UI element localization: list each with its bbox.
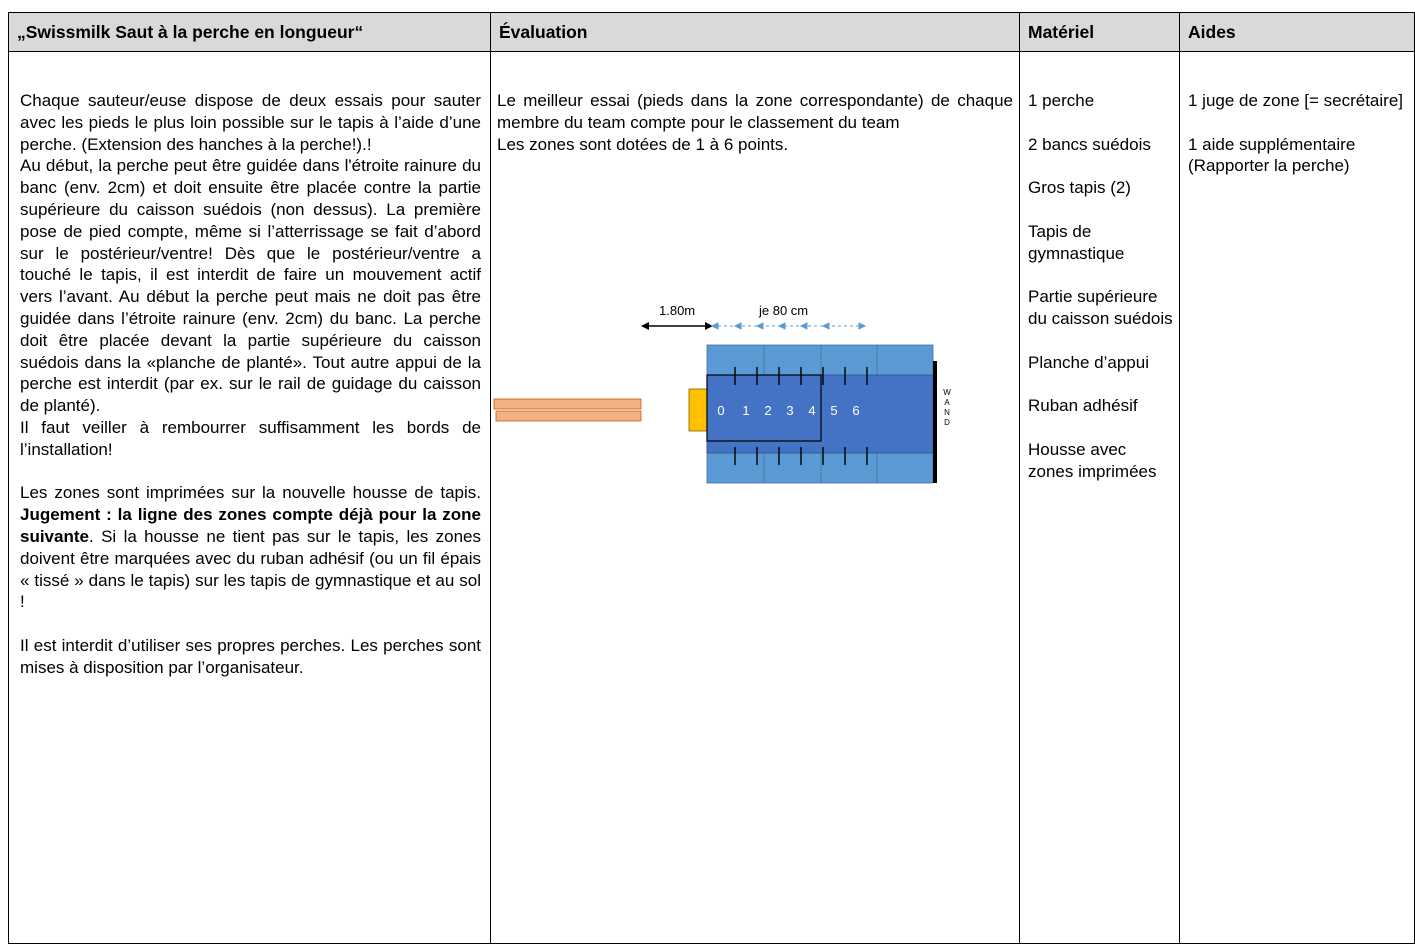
installation-diagram: 1.80m je 80 cm — [493, 303, 951, 484]
paragraph-4-end: . Si la housse ne tient pas sur le tapis… — [20, 526, 481, 612]
wall-bar — [933, 361, 937, 483]
wall-letter-a: A — [944, 398, 950, 407]
paragraph-4-start: Les zones sont imprimées sur la nouvelle… — [20, 483, 481, 503]
rules-table: „Swissmilk Saut à la perche en longueur“… — [8, 12, 1415, 944]
zone-1: 1 — [742, 403, 749, 418]
judgement-rule: Jugement : la ligne des zones compte déj… — [20, 505, 481, 546]
header-evaluation: Évaluation — [490, 12, 1020, 52]
description-paragraph-5: Il est interdit d’utiliser ses propres p… — [20, 635, 481, 677]
bench-1 — [493, 398, 642, 410]
distance-label: 1.80m — [659, 303, 695, 318]
wall-letter-w: W — [943, 388, 951, 397]
material-item: 2 bancs suédois — [1028, 134, 1151, 154]
zone-6: 6 — [852, 403, 859, 418]
description-paragraph-2: Au début, la perche peut être guidée dan… — [20, 156, 481, 416]
header-row: „Swissmilk Saut à la perche en longueur“… — [8, 12, 1415, 52]
description-paragraph-3: Il faut veiller à rembourrer suffisammen… — [20, 417, 481, 459]
aides-item: 1 aide supplémentaire (Rapporter la perc… — [1188, 134, 1356, 176]
zone-2: 2 — [764, 403, 771, 418]
spacer — [20, 613, 481, 635]
material-item: Gros tapis (2) — [1028, 178, 1131, 198]
spacer — [20, 461, 481, 483]
aides-cell: 1 juge de zone [= secrétaire] 1 aide sup… — [1179, 51, 1415, 944]
zone-lines — [734, 367, 868, 465]
header-material: Matériel — [1019, 12, 1180, 52]
evaluation-cell: Le meilleur essai (pieds dans la zone co… — [490, 51, 1020, 944]
material-item: Ruban adhésif — [1028, 396, 1138, 416]
material-item: Planche d’appui — [1028, 352, 1149, 372]
description-paragraph-4: Les zones sont imprimées sur la nouvelle… — [20, 482, 481, 613]
description-cell: Chaque sauteur/euse dispose de deux essa… — [8, 51, 491, 944]
wall-letter-d: D — [944, 418, 950, 427]
material-item: 1 perche — [1028, 91, 1095, 110]
distance-arrow-icon — [641, 322, 713, 330]
bench-2 — [495, 410, 642, 422]
header-title: „Swissmilk Saut à la perche en longueur“ — [8, 12, 491, 52]
zone-width-label: je 80 cm — [758, 303, 808, 318]
content-row: Chaque sauteur/euse dispose de deux essa… — [8, 51, 1415, 944]
aides-item: 1 juge de zone [= secrétaire] — [1188, 91, 1403, 110]
zone-4: 4 — [808, 403, 815, 418]
zone-3: 3 — [786, 403, 793, 418]
description-paragraph-1: Chaque sauteur/euse dispose de deux essa… — [20, 91, 481, 154]
zone-5: 5 — [830, 403, 837, 418]
header-aides: Aides — [1179, 12, 1415, 52]
material-item: Partie supérieure du caisson suédois — [1028, 287, 1173, 328]
material-item: Tapis de gymnastique — [1028, 221, 1125, 263]
zone-0: 0 — [717, 403, 724, 418]
wall-letter-n: N — [944, 408, 950, 417]
material-cell: 1 perche 2 bancs suédois Gros tapis (2) … — [1019, 51, 1180, 944]
evaluation-paragraph-1: Le meilleur essai (pieds dans la zone co… — [497, 91, 1013, 132]
material-item: Housse avec zones imprimées — [1028, 439, 1157, 481]
evaluation-paragraph-2: Les zones sont dotées de 1 à 6 points. — [497, 134, 789, 154]
zone-arrows-icon — [710, 322, 867, 330]
printed-cover — [706, 374, 934, 454]
